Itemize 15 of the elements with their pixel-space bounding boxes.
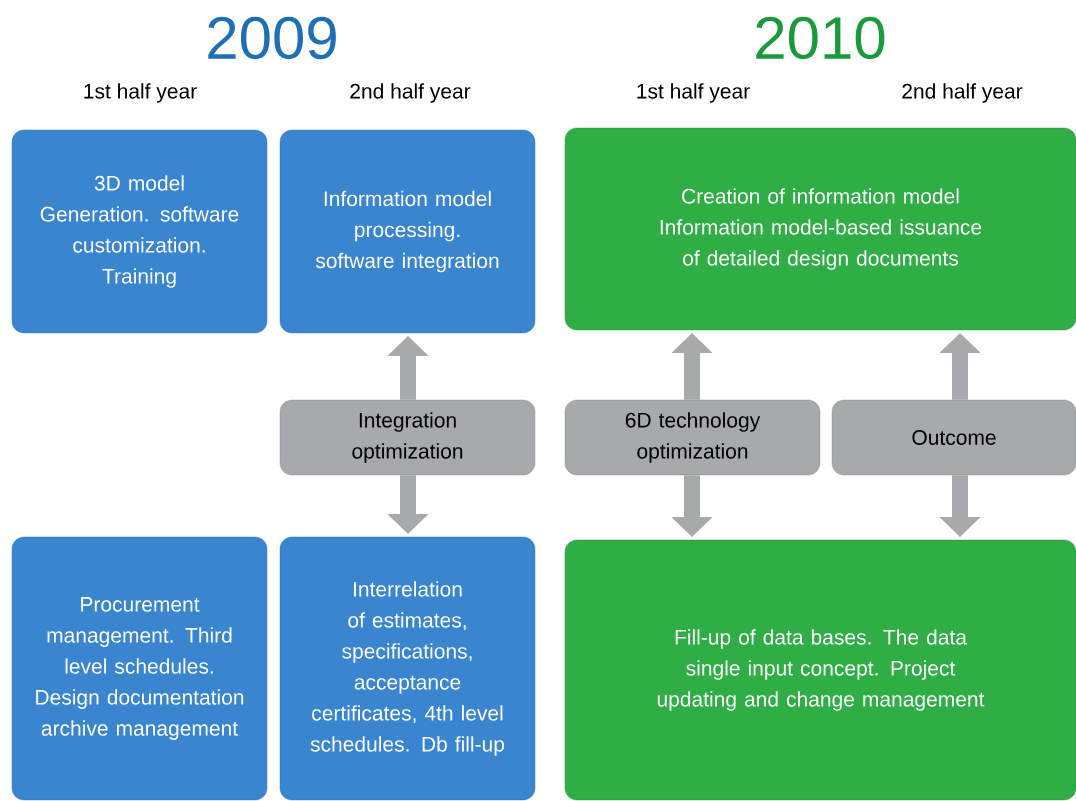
task-box: 3D model Generation. software customization. Training [11,129,268,334]
period-label: 1st half year [84,83,197,103]
task-box: Creation of information model Information model-based issuance of detailed design documents [564,127,1076,331]
task-box: Interrelation of estimates, specifications, acceptance certificates, 4th level schedules. Db fill-up [279,536,536,801]
stage-box: 6D technology optimization [564,399,821,476]
task-box: Fill-up of data bases. The data single input concept. Project updating and change management [564,539,1076,801]
period-label: 2nd half year [902,83,1023,103]
stage-box: Outcome [831,399,1076,476]
task-box: Information model processing. software integration [279,129,536,334]
period-label: 2nd half year [350,83,471,103]
year-heading: 2009 [208,16,336,60]
task-box: Procurement management. Third level schedules. Design documentation archive management [11,536,268,801]
period-label: 1st half year [637,83,750,103]
stage-box: Integration optimization [279,399,536,476]
year-heading: 2010 [756,16,885,60]
